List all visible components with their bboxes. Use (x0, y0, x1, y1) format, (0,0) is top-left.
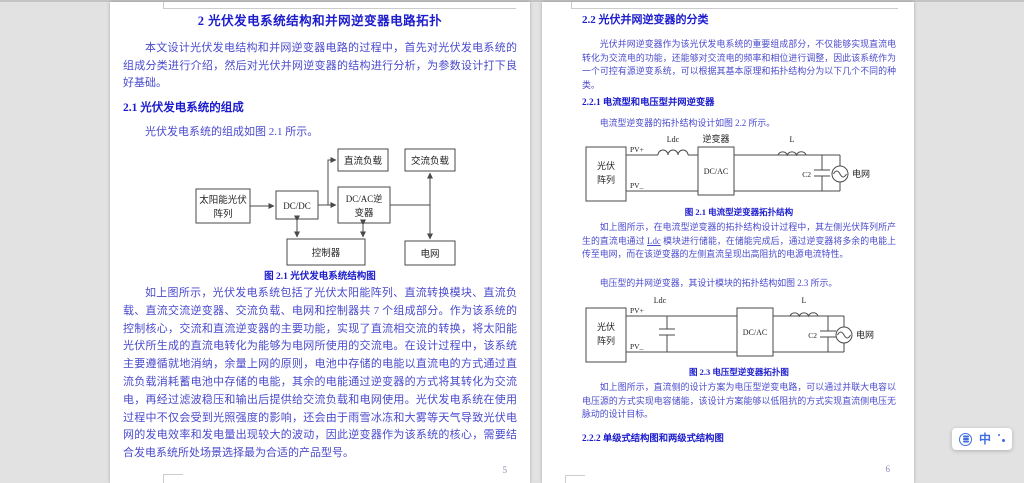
paragraph: 光伏并网逆变器作为该光伏发电系统的重要组成部分，不仅能够实现直流电转化为交流电的… (582, 39, 896, 90)
box-label: 交流负载 (411, 155, 450, 167)
box-label: 变器 (354, 207, 374, 219)
paragraph-text: 如上图所示，在电流型逆变器的拓扑结构设计过程中，其左侧光伏阵列所产生的直流电通过 (582, 222, 896, 246)
box-label: 太阳能光伏 (199, 194, 247, 206)
paragraph: 如上图所示，在电流型逆变器的拓扑结构设计过程中，其左侧光伏阵列所产生的直流电通过… (582, 221, 896, 262)
box-label: 阵列 (597, 174, 615, 185)
circuit-label: PV_ (630, 181, 644, 190)
section-heading-2-1: 2.1 光伏发电系统的组成 (123, 102, 244, 114)
document-page-left[interactable]: 2 光伏发电系统结构和并网逆变器电路拓扑 本文设计光伏发电结构和并网逆变器电路的… (110, 2, 530, 483)
box-label: 光伏 (597, 160, 615, 171)
circuit-label: 电网 (856, 329, 874, 340)
circuit-label: 逆变器 (702, 133, 729, 144)
text-boundary-mark (571, 2, 572, 8)
text-boundary-mark (163, 474, 183, 475)
box-dcac (736, 307, 774, 357)
box-ac-load (404, 148, 456, 172)
box-dc-load (337, 148, 389, 172)
figure-pv-system-block-diagram: 太阳能光伏 阵列 DC/DC 直流负载 DC/AC逆 变器 交流负载 控制器 电… (195, 148, 456, 266)
paragraph: 如上图所示，光伏发电系统包括了光伏太阳能阵列、直流转换模块、直流负载、直流交流逆… (123, 287, 517, 460)
translate-widget[interactable]: 中 (952, 428, 1013, 450)
circuit-label: L (790, 135, 795, 144)
text-boundary-mark (571, 8, 898, 9)
box-label: 直流负载 (344, 155, 383, 167)
page-number: 6 (885, 464, 891, 474)
paragraph: 电压型的并网逆变器，其设计模块的拓扑结构如图 2.3 所示。 (599, 278, 838, 288)
box-label: 控制器 (312, 247, 341, 259)
figure-caption: 图 2.1 电流型逆变器拓扑结构 (684, 207, 794, 217)
text-boundary-mark (163, 8, 516, 9)
paragraph-text: 模块进行储能，在储能完成后，通过逆变器将多余的电能上传至电网，而在该逆变器的左侧… (582, 235, 897, 260)
text-boundary-mark (565, 475, 566, 483)
page-number: 5 (502, 465, 508, 475)
box-label: 光伏 (597, 321, 615, 332)
circuit-label: C2 (808, 331, 817, 340)
paragraph: 如上图所示，直流侧的设计方案为电压型逆变电路，可以通过并联大电容以电压源的方式实… (582, 382, 896, 420)
paragraph: 电流型逆变器的拓扑结构设计如图 2.2 所示。 (599, 118, 776, 128)
box-label: DC/DC (283, 201, 311, 211)
figure-caption: 图 2.1 光伏发电系统结构图 (264, 272, 376, 282)
circuit-label: 电网 (852, 168, 870, 179)
circuit-label: PV_ (630, 342, 644, 351)
translate-language-button[interactable]: 中 (979, 432, 992, 446)
box-pv-array (585, 146, 627, 202)
section-heading-2-2-2: 2.2.2 单级式结构图和两级式结构图 (582, 434, 724, 444)
translate-plugin-logo-icon[interactable] (959, 432, 972, 446)
circuit-label: Ldc (667, 135, 680, 144)
box-label: DC/AC逆 (346, 193, 383, 204)
box-label: DC/AC (704, 167, 728, 176)
section-heading-2-2: 2.2 光伏并网逆变器的分类 (582, 14, 709, 26)
box-grid (404, 240, 456, 266)
circuit-label: PV+ (630, 145, 644, 154)
section-heading-2-2-1: 2.2.1 电流型和电压型并网逆变器 (582, 98, 715, 108)
box-label: 阵列 (597, 335, 615, 346)
box-label: 电网 (420, 248, 439, 260)
paragraph: 本文设计光伏发电结构和并网逆变器电路的过程中，首先对光伏发电系统的组成分类进行介… (123, 42, 517, 90)
figure-caption: 图 2.3 电压型逆变器拓扑图 (689, 367, 789, 377)
circuit-label: PV+ (630, 306, 644, 315)
text-boundary-mark (163, 2, 164, 8)
circuit-label: L (802, 296, 807, 305)
circuit-label: Ldc (654, 296, 667, 305)
box-pv-array (585, 307, 627, 363)
box-label: DC/AC (743, 328, 767, 337)
circuit-label: C2 (802, 170, 811, 179)
box-label: 阵列 (213, 208, 232, 220)
box-dcac (697, 146, 735, 196)
paragraph: 光伏发电系统的组成如图 2.1 所示。 (145, 126, 319, 138)
translate-widget-drag-handle-icon[interactable] (998, 433, 1005, 445)
text-boundary-mark (565, 475, 585, 476)
document-page-right[interactable]: 2.2 光伏并网逆变器的分类 光伏并网逆变器作为该光伏发电系统的重要组成部分，不… (542, 2, 914, 483)
chapter-title: 2 光伏发电系统结构和并网逆变器电路拓扑 (197, 14, 443, 28)
figure-voltage-type-inverter-circuit: 光伏 阵列 PV+ Ldc PV_ DC/AC L C2 电网 (585, 296, 874, 363)
text-boundary-mark (163, 474, 164, 483)
figure-current-type-inverter-circuit: 逆变器 光伏 阵列 PV+ Ldc PV_ DC/AC L C2 电网 (585, 133, 870, 202)
box-controller (286, 238, 366, 266)
ldc-term: Ldc (647, 235, 661, 246)
